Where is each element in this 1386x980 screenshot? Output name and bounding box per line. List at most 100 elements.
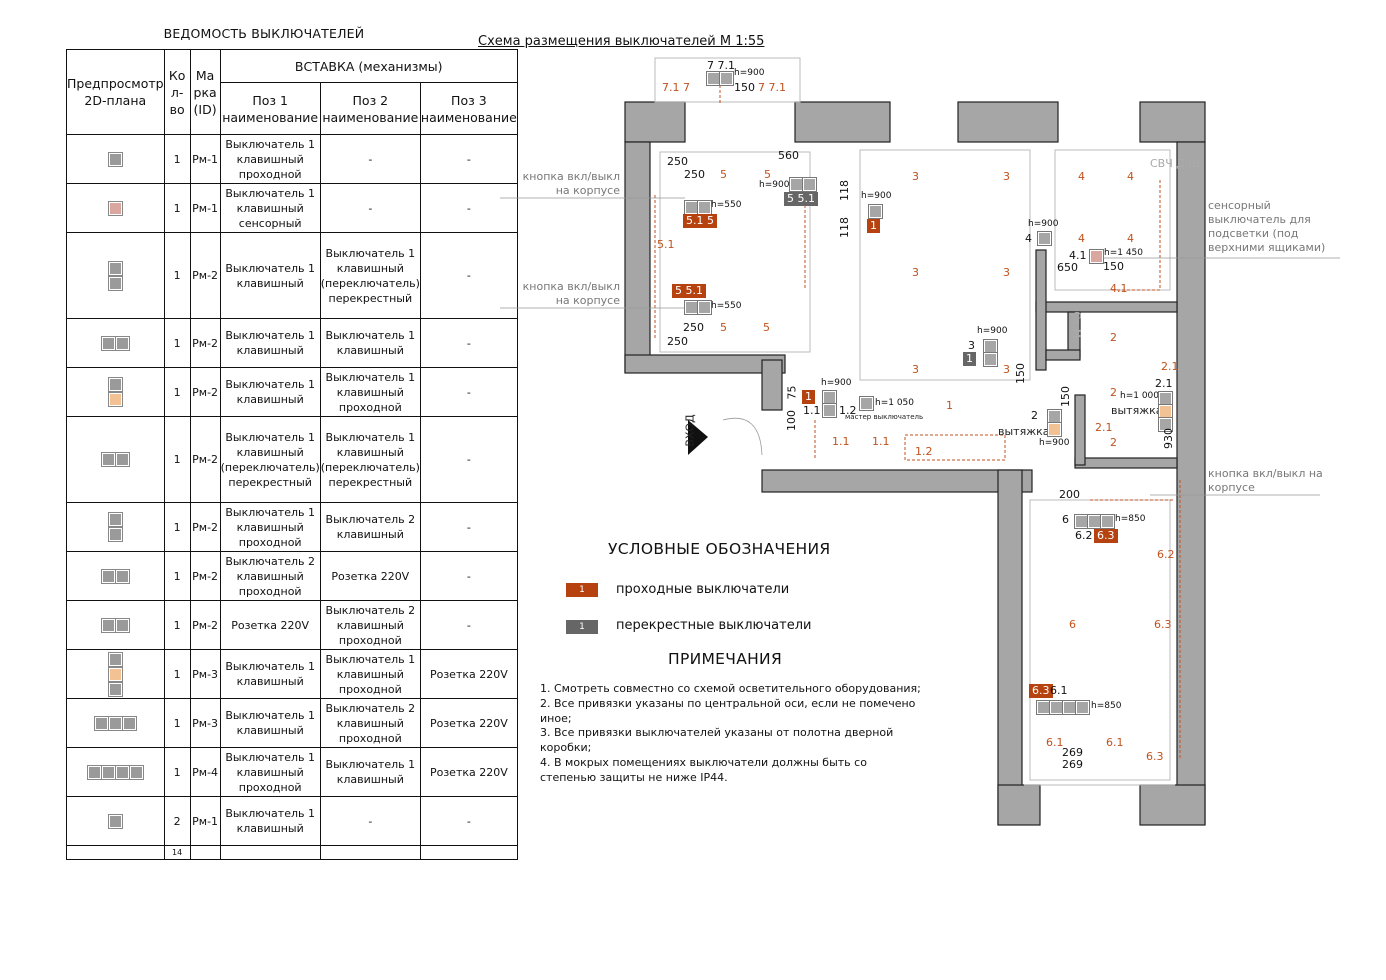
notes-list: 1. Смотреть совместно со схемой осветите… — [540, 682, 925, 786]
header-brand: Ма рка (ID) — [189, 49, 221, 135]
preview-icon — [66, 551, 165, 601]
plan-title: Схема размещения выключателей М 1:55 — [478, 34, 765, 49]
group-label: 6.1 — [1046, 736, 1064, 749]
pos3-cell: - — [419, 600, 518, 650]
preview-icon — [66, 232, 165, 319]
pos2-cell: Выключатель 1 клавишный (переключатель) … — [319, 416, 421, 503]
table-row: 1 Рм-2 Розетка 220V Выключатель 2 клавиш… — [66, 600, 518, 650]
dim-label: 2.1 — [1155, 377, 1173, 390]
group-label: 5 — [720, 168, 727, 181]
qty-cell: 1 — [163, 600, 191, 650]
brand-cell: Рм-2 — [189, 600, 221, 650]
legend-cross-swatch: 1 — [566, 620, 598, 634]
switch-icon — [802, 177, 817, 192]
group-label: 7.1 7 — [662, 81, 690, 94]
room-left-outline — [659, 151, 811, 353]
legend-pass-label: проходные выключатели — [616, 582, 790, 597]
pass-switch-tag: 6.3 — [1029, 684, 1053, 698]
table-row: 1 Рм-3 Выключатель 1 клавишный Выключате… — [66, 698, 518, 748]
wall — [1074, 457, 1178, 469]
pos1-cell: Выключатель 1 клавишный — [219, 232, 321, 319]
note-button-right: кнопка вкл/выкл на корпусе — [1208, 467, 1323, 494]
dim-label: 7 7.1 — [707, 59, 735, 72]
switch-icon — [822, 403, 837, 418]
pos2-cell: Выключатель 2 клавишный проходной — [319, 698, 421, 748]
brand-cell: Рм-3 — [189, 649, 221, 699]
wiring — [1110, 180, 1161, 291]
legend-pass-swatch: 1 — [566, 583, 598, 597]
dim-label: 250 — [667, 335, 688, 348]
group-label: 1.1 — [832, 435, 850, 448]
group-label: 1.2 — [915, 445, 933, 458]
dim-label: 250 — [684, 168, 705, 181]
pos2-cell: Выключатель 1 клавишный — [319, 318, 421, 368]
switch-icon — [1100, 514, 1115, 529]
dim-label: 930 — [1162, 428, 1175, 449]
qty-cell: 1 — [163, 551, 191, 601]
pos1-cell: Выключатель 1 клавишный проходной — [219, 134, 321, 184]
height-label: h=900 — [734, 68, 765, 78]
master-switch-label: мастер выключатель — [845, 413, 924, 421]
hood-label-1: вытяжка — [998, 425, 1050, 438]
switch-icon — [983, 352, 998, 367]
switch-icon — [684, 200, 699, 215]
header-pos1: Поз 1 наименование — [219, 82, 321, 135]
pos2-cell: - — [319, 183, 421, 233]
wall — [1139, 101, 1206, 143]
brand-cell: Рм-2 — [189, 551, 221, 601]
group-label: 4 — [1078, 170, 1085, 183]
pos2-cell: Розетка 220V — [319, 551, 421, 601]
wall — [997, 469, 1023, 825]
pos3-cell: Розетка 220V — [419, 747, 518, 797]
dim-label: 6 — [1062, 513, 1069, 526]
table-row: 1 Рм-2 Выключатель 1 клавишный Выключате… — [66, 367, 518, 417]
qty-cell: 1 — [163, 232, 191, 319]
group-label: 4.1 — [1110, 282, 1128, 295]
group-label: 1.1 — [872, 435, 890, 448]
note-item: 1. Смотреть совместно со схемой осветите… — [540, 682, 921, 695]
brand-cell: Рм-1 — [189, 796, 221, 846]
wall — [761, 469, 1033, 493]
height-label: h=1 050 — [875, 398, 915, 408]
legend-cross-label: перекрестные выключатели — [616, 618, 812, 633]
wall — [624, 141, 651, 373]
pos3-cell: - — [419, 416, 518, 503]
wall — [1074, 394, 1086, 466]
dim-label: 150 — [734, 81, 755, 94]
switch-icon — [706, 71, 721, 86]
switch-icon — [822, 390, 837, 405]
brand-cell: Рм-2 — [189, 502, 221, 552]
pos2-cell: Выключатель 1 клавишный проходной — [319, 367, 421, 417]
wall — [1176, 141, 1206, 825]
dim-label: 6.2 — [1075, 529, 1093, 542]
dim-label: 250 — [667, 155, 688, 168]
group-label: 5 — [763, 321, 770, 334]
group-label: 3 — [912, 170, 919, 183]
table-row: 1 Рм-2 Выключатель 1 клавишный проходной… — [66, 502, 518, 552]
table-total-row: 14 — [66, 845, 518, 860]
microwave-label: СВЧ Д.Ш. — [1150, 157, 1204, 170]
switch-icon — [1074, 514, 1089, 529]
table-row: 1 Рм-1 Выключатель 1 клавишный проходной… — [66, 134, 518, 184]
height-label: h=1 000 — [1120, 391, 1160, 401]
entrance-arrow-icon — [688, 420, 708, 455]
preview-icon — [66, 183, 165, 233]
dim-label: 118 — [838, 217, 851, 238]
pos1-cell: Выключатель 2 клавишный проходной — [219, 551, 321, 601]
switch-icon — [868, 204, 883, 219]
pos3-cell: - — [419, 183, 518, 233]
group-label: 2 — [1110, 386, 1117, 399]
brand-cell: Рм-1 — [189, 134, 221, 184]
preview-icon — [66, 367, 165, 417]
dim-label: 2 — [1031, 409, 1038, 422]
height-label: h=900 — [1028, 219, 1059, 229]
qty-cell: 1 — [163, 183, 191, 233]
pos3-cell: - — [419, 318, 518, 368]
pos2-cell: Выключатель 1 клавишный (переключатель) … — [319, 232, 421, 319]
switch-icon — [983, 339, 998, 354]
pos2-cell: Выключатель 1 клавишный проходной — [319, 649, 421, 699]
height-label: h=900 — [759, 180, 790, 190]
cross-switch-tag: 5 5.1 — [784, 192, 818, 206]
wall — [957, 101, 1059, 143]
